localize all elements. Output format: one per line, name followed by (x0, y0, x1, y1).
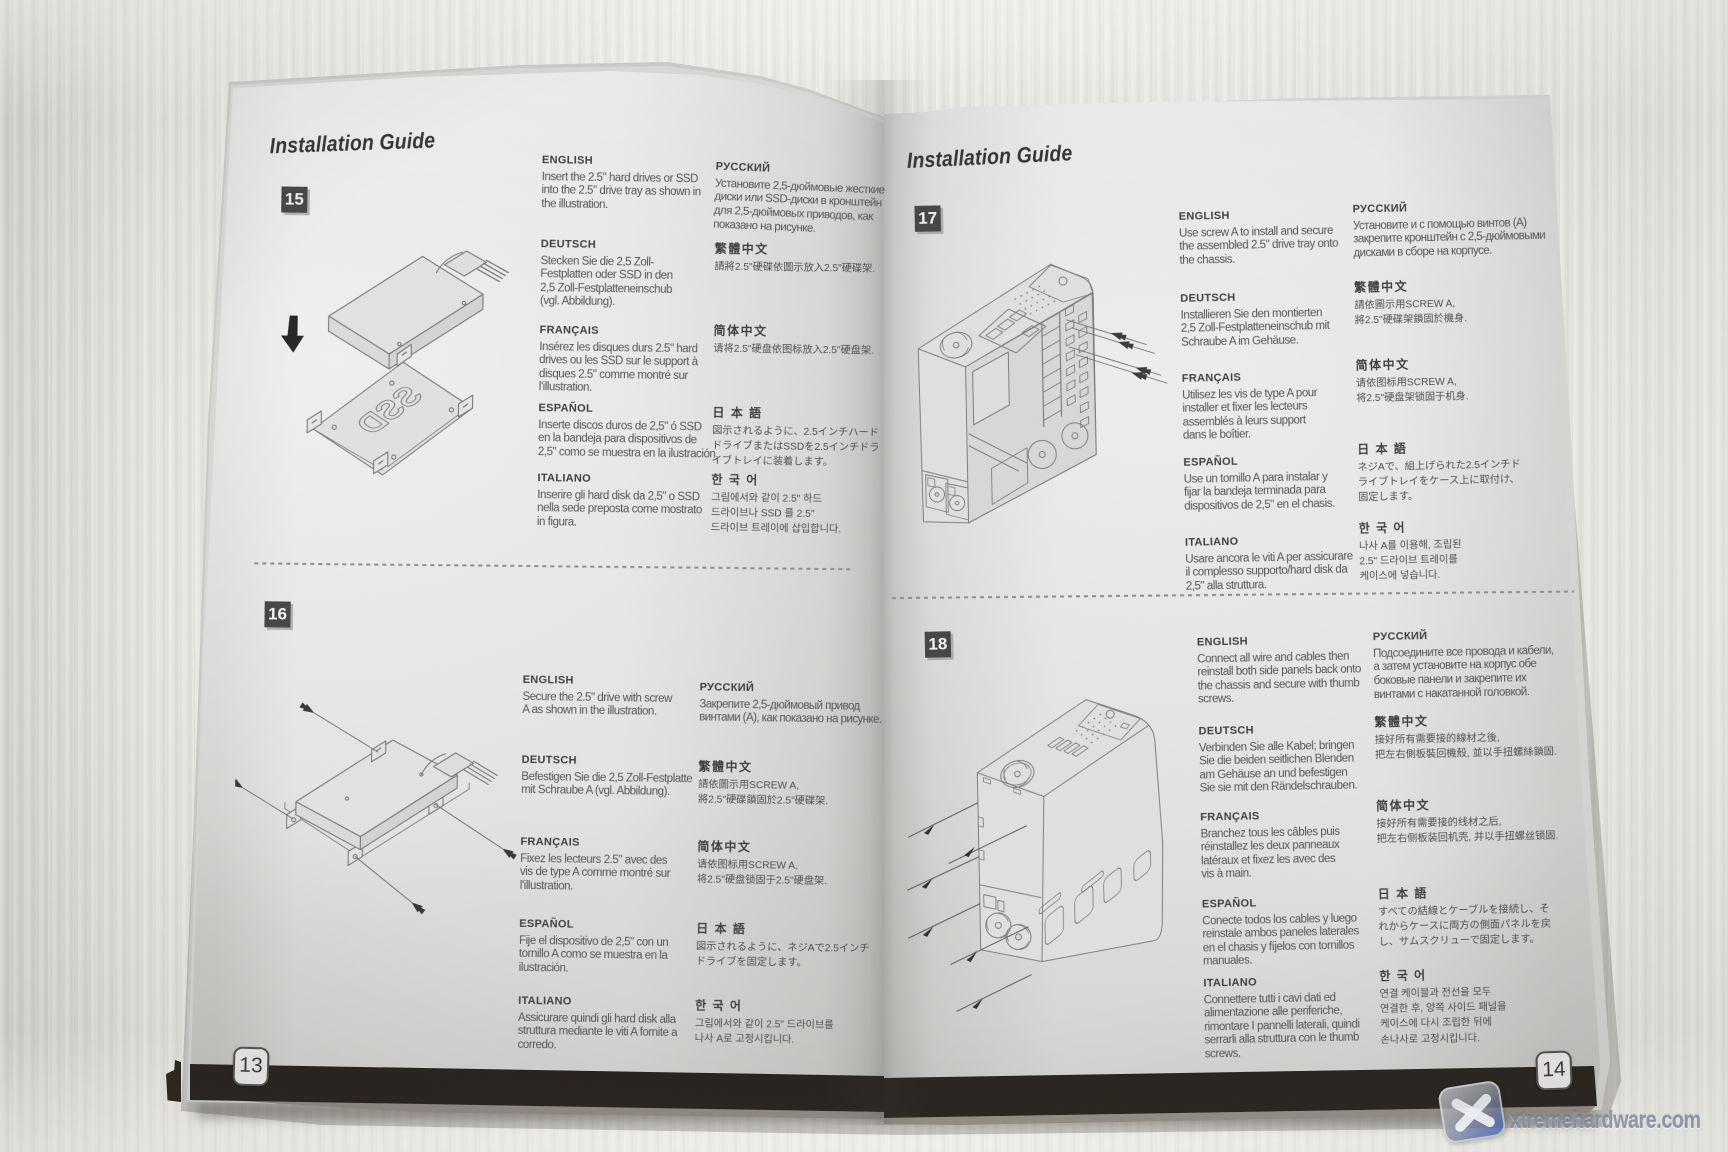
chassis-closed (976, 699, 1164, 963)
lang-label: 简体中文 (1375, 798, 1431, 814)
lang-text: 请依图标用SCREW A, 将2.5"硬盘架锁固于机身. (1355, 375, 1469, 405)
lang-block-korean: 한 국 어 연결 케이블과 전선을 모두 연결한 후, 양쪽 사이드 패널을 케… (1379, 965, 1630, 1048)
down-arrow-icon (280, 315, 304, 353)
drive-on-tray (284, 739, 498, 867)
left-page-content: Installation Guide 15 (225, 82, 895, 1121)
screw-lines (242, 712, 503, 903)
lang-block-traditional-chinese: 繁體中文 請依圖示用SCREW A, 將2.5"硬碟架鎖固於機身. (1354, 277, 1605, 329)
step-badge-15: 15 (281, 186, 308, 213)
lang-text: 請依圖示用SCREW A, 將2.5"硬碟架鎖固於機身. (1354, 298, 1468, 327)
step-badge-16: 16 (264, 601, 291, 628)
lang-block-simplified-chinese: 简体中文 请依图标用SCREW A, 将2.5"硬盘架锁固于机身. (1355, 355, 1606, 407)
lang-label: 日 本 語 (1377, 886, 1429, 902)
lang-text: すべての結線とケーブルを接続し、そ れからケースに両方の側面パネルを戻 し、サム… (1377, 903, 1552, 949)
page-title: Installation Guide (269, 127, 436, 159)
page-title: Installation Guide (906, 140, 1073, 173)
watermark-text: xtremehardware.com (1510, 1107, 1701, 1134)
chassis-open (917, 263, 1097, 524)
drive-2.5in (327, 250, 510, 370)
illustration-drive-into-tray: SSD (280, 250, 510, 476)
lang-text: 接好所有需要接的線材之後, 把左右側板裝回機殼, 並以手扭螺絲鎖固. (1374, 732, 1557, 762)
x-cross-icon (1451, 1093, 1495, 1132)
lang-label: 日 本 語 (1357, 441, 1408, 457)
lang-label: 繁體中文 (1374, 714, 1429, 730)
thumbscrew-lines (907, 802, 1032, 1012)
screw-a-icons (1110, 332, 1152, 381)
lang-label: 繁體中文 (1353, 279, 1409, 295)
lang-block-simplified-chinese: 简体中文 接好所有需要接的线材之后, 把左右侧板装回机壳, 并以手扭螺丝锁固. (1376, 795, 1627, 847)
lang-block-russian: РУССКИЙ Подсоедините все провода и кабел… (1373, 626, 1624, 703)
right-page-content: Installation Guide 17 (874, 89, 1618, 1129)
thumbscrew-icons (921, 824, 983, 1009)
step-badge-18: 18 (924, 631, 952, 658)
step-badge-17: 17 (914, 205, 941, 232)
lang-block-japanese: 日 本 語 すべての結線とケーブルを接続し、そ れからケースに両方の側面パネルを… (1378, 883, 1629, 951)
lang-text: Установите и с помощью винтов (А) закреп… (1352, 216, 1546, 260)
lang-block-korean: 한 국 어 나사 A를 이용해, 조립된 2.5" 드라이브 트레이를 케이스에… (1359, 518, 1610, 586)
dashed-divider (254, 562, 855, 570)
lang-block-traditional-chinese: 繁體中文 接好所有需要接的線材之後, 把左右側板裝回機殼, 並以手扭螺絲鎖固. (1374, 711, 1625, 763)
ssd-tray (306, 343, 474, 476)
lang-label: РУССКИЙ (1372, 630, 1428, 644)
lang-label: 简体中文 (1355, 357, 1410, 373)
lang-label: 한 국 어 (1379, 968, 1427, 984)
lang-block-japanese: 日 本 語 ネジAで、組上げられた2.5インチド ライブトレイをケース上に取付け… (1357, 439, 1608, 507)
page-number-badge-13: 13 (232, 1046, 270, 1087)
lang-text: 接好所有需要接的线材之后, 把左右侧板装回机壳, 并以手扭螺丝锁固. (1376, 816, 1559, 846)
x-logo-icon (1437, 1079, 1507, 1145)
lang-text: Подсоедините все провода и кабели, а зат… (1373, 644, 1554, 702)
lang-block-russian: РУССКИЙ Установите и с помощью винтов (А… (1352, 199, 1603, 262)
illustration-side-panels-thumbscrews (907, 699, 1164, 1012)
lang-label: РУССКИЙ (1352, 202, 1408, 216)
lang-label: 한 국 어 (1358, 520, 1407, 536)
lang-text: ネジAで、組上げられた2.5インチド ライブトレイをケース上に取付け、 固定しま… (1357, 458, 1521, 504)
screw-a-icons (233, 702, 517, 915)
illustration-tray-into-chassis (917, 263, 1168, 524)
lang-text: 연결 케이블과 전선을 모두 연결한 후, 양쪽 사이드 패널을 케이스에 다시… (1379, 986, 1507, 1046)
illustration-drive-screws (233, 702, 517, 915)
watermark: xtremehardware.com (1437, 1079, 1721, 1148)
lang-text: 나사 A를 이용해, 조립된 2.5" 드라이브 트레이를 케이스에 넣습니다. (1358, 538, 1462, 583)
